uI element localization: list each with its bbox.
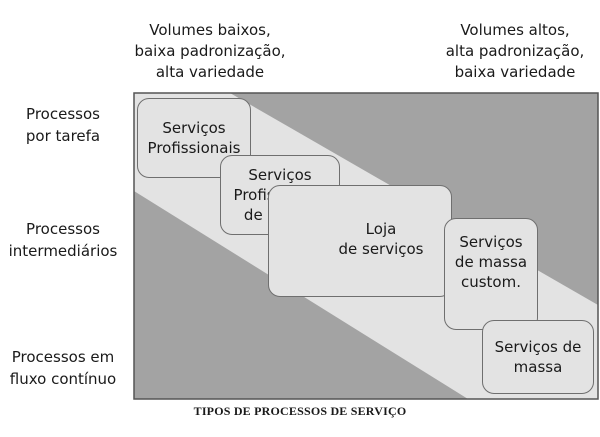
header-high-volume-line-3: baixa variedade <box>454 63 576 81</box>
matrix-border <box>133 92 599 400</box>
row-label-intermediate-processes: Processos intermediários <box>0 218 126 262</box>
header-low-volume-line-3: alta variedade <box>155 63 265 81</box>
box-mass-services-line-2: massa <box>513 358 563 376</box>
box-professional-services-line-1: Serviços <box>162 119 226 137</box>
header-high-volume-line-1: Volumes altos, <box>460 21 570 39</box>
row-label-intermediate-line-1: Processos <box>26 220 100 238</box>
figure-caption: TIPOS DE PROCESSOS DE SERVIÇO <box>193 404 407 418</box>
box-custom-mass-line-3: custom. <box>460 273 521 291</box>
row-label-task-line-2: por tarefa <box>25 127 101 145</box>
header-low-volume-line-2: baixa padronização, <box>134 42 286 60</box>
row-label-flow-line-1: Processos em <box>11 348 115 366</box>
row-label-flow-processes: Processos em fluxo contínuo <box>0 346 126 390</box>
row-label-task-processes: Processos por tarefa <box>0 103 126 147</box>
box-service-shop-line-2: de serviços <box>338 240 424 258</box>
box-custom-mass-services: Serviços de massa custom. <box>444 218 538 330</box>
header-low-volume: Volumes baixos, baixa padronização, alta… <box>120 20 300 83</box>
header-high-volume-line-2: alta padronização, <box>445 42 585 60</box>
box-professional-services-line-2: Profissionais <box>147 139 241 157</box>
row-label-task-line-1: Processos <box>26 105 100 123</box>
row-label-intermediate-line-2: intermediários <box>8 242 118 260</box>
box-custom-mass-line-2: de massa <box>454 253 528 271</box>
box-custom-mass-line-1: Serviços <box>459 233 523 251</box>
row-label-flow-line-2: fluxo contínuo <box>9 370 117 388</box>
box-service-shop-line-1: Loja <box>365 220 397 238</box>
box-service-shop: Loja de serviços <box>268 185 452 297</box>
box-mass-services: Serviços de massa <box>482 320 594 394</box>
header-low-volume-line-1: Volumes baixos, <box>149 21 271 39</box>
header-high-volume: Volumes altos, alta padronização, baixa … <box>430 20 600 83</box>
box-mass-professional-line-1: Serviços <box>248 166 312 184</box>
box-mass-services-line-1: Serviços de <box>494 338 582 356</box>
